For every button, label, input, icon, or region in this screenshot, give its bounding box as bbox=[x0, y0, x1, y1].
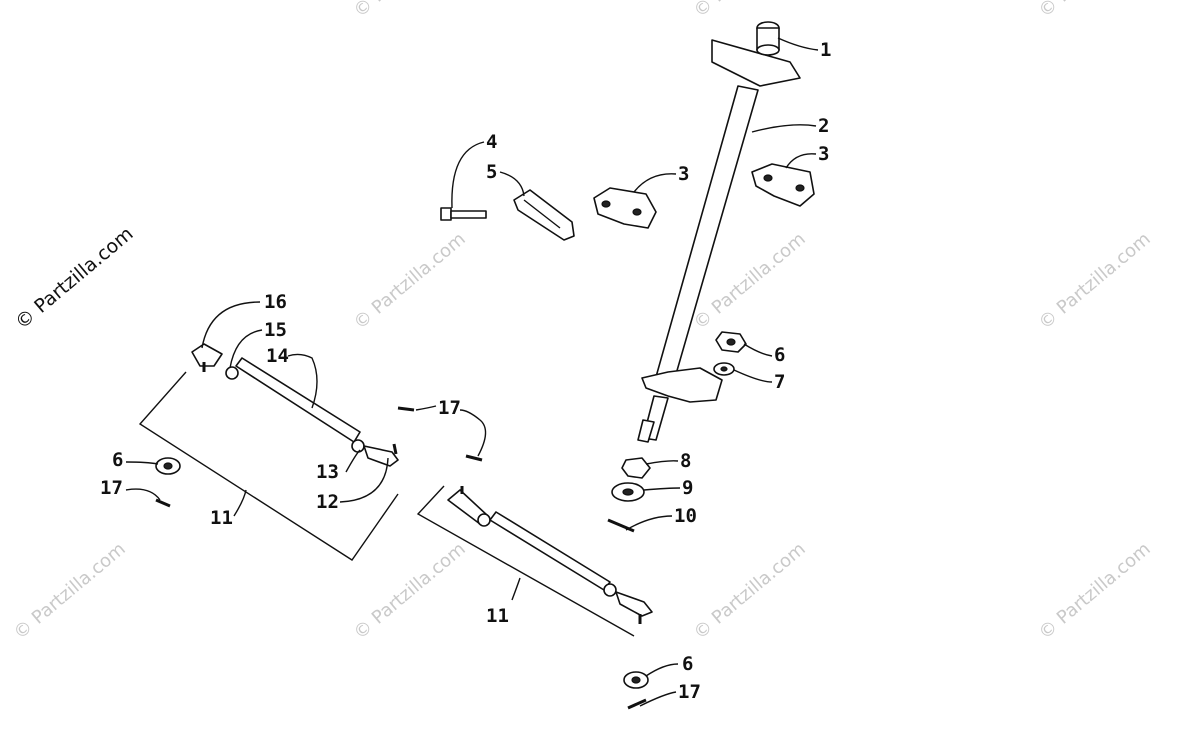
washer-9 bbox=[611, 482, 645, 502]
callout-6-upper: 6 bbox=[774, 344, 785, 366]
clamp-3a bbox=[593, 187, 657, 229]
nut-6-upper bbox=[715, 331, 747, 353]
callout-4: 4 bbox=[486, 131, 497, 153]
clamp-3b bbox=[751, 163, 815, 207]
watermark-main: © Partzilla.com bbox=[11, 223, 137, 334]
watermark-faint: © Partzilla.com bbox=[1035, 228, 1155, 333]
watermark-faint: © Partzilla.com bbox=[690, 0, 810, 22]
callout-13: 13 bbox=[316, 461, 339, 483]
callout-16: 16 bbox=[264, 291, 287, 313]
bracket-11-lower bbox=[416, 485, 635, 637]
callout-14: 14 bbox=[266, 345, 289, 367]
plate-5 bbox=[513, 189, 575, 241]
callout-17-mid: 17 bbox=[438, 397, 461, 419]
callout-3a: 3 bbox=[678, 163, 689, 185]
callout-5: 5 bbox=[486, 161, 497, 183]
callout-11-lower: 11 bbox=[486, 605, 509, 627]
callout-3b: 3 bbox=[818, 143, 829, 165]
watermark-faint: © Partzilla.com bbox=[1035, 538, 1155, 643]
pin-10 bbox=[607, 518, 635, 533]
callout-7: 7 bbox=[774, 371, 785, 393]
watermark-faint: © Partzilla.com bbox=[1035, 0, 1155, 22]
callout-9: 9 bbox=[682, 477, 693, 499]
callout-12: 12 bbox=[316, 491, 339, 513]
bolt-4 bbox=[440, 207, 487, 221]
cotter-17-left bbox=[155, 498, 171, 508]
nut-6-bottom bbox=[623, 671, 649, 689]
nut-6-left bbox=[155, 457, 181, 475]
callout-1: 1 bbox=[820, 39, 831, 61]
washer-7 bbox=[713, 362, 735, 376]
nut-8 bbox=[621, 457, 651, 479]
watermark-faint: © Partzilla.com bbox=[10, 538, 130, 643]
cotter-17-mid bbox=[397, 406, 483, 462]
faint-watermarks: © Partzilla.com © Partzilla.com © Partzi… bbox=[10, 0, 1155, 644]
callout-6-bottom: 6 bbox=[682, 653, 693, 675]
cotter-17-bottom bbox=[627, 698, 647, 710]
callout-labels: 1 2 3 3 4 5 6 7 8 9 10 16 15 14 17 13 12… bbox=[100, 39, 831, 703]
watermark-faint: © Partzilla.com bbox=[350, 538, 470, 643]
callout-2: 2 bbox=[818, 115, 829, 137]
watermark-faint: © Partzilla.com bbox=[350, 0, 470, 22]
leader-lines bbox=[125, 37, 819, 707]
callout-11-upper: 11 bbox=[210, 507, 233, 529]
tie-rod-lower bbox=[447, 486, 653, 624]
callout-17-left: 17 bbox=[100, 477, 123, 499]
callout-10: 10 bbox=[674, 505, 697, 527]
steering-post bbox=[637, 21, 801, 443]
callout-6-left: 6 bbox=[112, 449, 123, 471]
watermark-faint: © Partzilla.com bbox=[690, 538, 810, 643]
callout-8: 8 bbox=[680, 450, 691, 472]
watermark-faint: © Partzilla.com bbox=[350, 228, 470, 333]
callout-17-bottom: 17 bbox=[678, 681, 701, 703]
tie-rod-upper bbox=[191, 343, 399, 467]
callout-15: 15 bbox=[264, 319, 287, 341]
